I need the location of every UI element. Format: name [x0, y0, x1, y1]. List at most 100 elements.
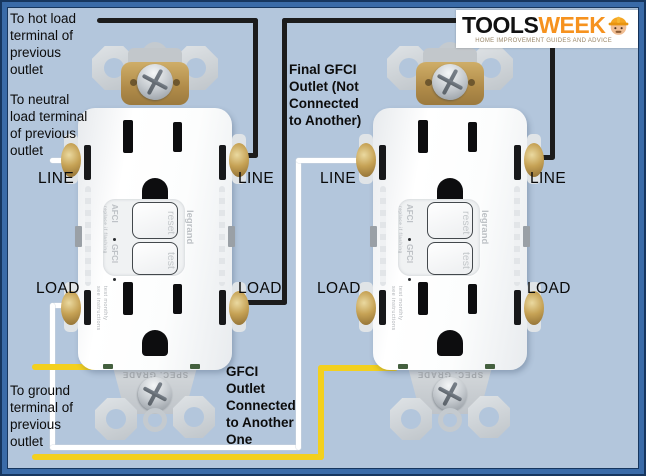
ground-wire-left-outlet: [32, 364, 110, 370]
logo-tagline: HOME IMPROVEMENT GUIDES AND ADVICE: [475, 38, 612, 44]
line-terminal-screw: [229, 143, 249, 177]
afci-note: replace if flashing: [103, 206, 108, 254]
hot-wire-load-to-line: [282, 18, 287, 305]
ground-screw: [190, 364, 200, 369]
line-label: LINE: [530, 170, 567, 187]
terminal-slot: [219, 145, 226, 180]
ground-hole: [437, 330, 463, 356]
load-label: LOAD: [36, 280, 80, 297]
gfci-outlet-left: AFCI replace if flashing GFCI reset test…: [58, 36, 252, 448]
clamp-hole: [130, 79, 137, 86]
ground-wire-right-outlet: [318, 365, 324, 460]
ground-screw: [485, 364, 495, 369]
test-button: test: [427, 242, 473, 275]
test-monthly-note: test monthly see instructions: [390, 286, 403, 331]
gfci-outlet-right: AFCI replace if flashing GFCI reset test…: [353, 36, 547, 448]
logo-wordmark: TOOLSWEEK: [462, 11, 606, 38]
hot-slot: [468, 122, 477, 152]
line-terminal-screw: [356, 143, 376, 177]
afci-indicator-light: [113, 238, 116, 241]
side-marking: [514, 186, 520, 286]
mounting-hole: [186, 58, 206, 78]
gfci-label: GFCI: [110, 244, 119, 264]
neutral-slot: [418, 282, 428, 315]
reset-button: reset: [132, 202, 178, 239]
hot-wire-from-previous: [97, 18, 258, 23]
load-label: LOAD: [238, 280, 282, 297]
hot-slot: [173, 284, 182, 314]
ground-hole: [142, 330, 168, 356]
mounting-ear: [95, 398, 137, 440]
terminal-slot: [514, 290, 521, 325]
neutral-slot: [418, 120, 428, 153]
hot-wire-load-to-line: [550, 18, 555, 160]
line-label: LINE: [320, 170, 357, 187]
terminal-slot: [84, 145, 91, 180]
mounting-ear: [173, 396, 215, 438]
load-terminal-screw: [229, 291, 249, 325]
afci-label: AFCI: [110, 204, 119, 223]
toolsweek-logo: TOOLSWEEK HOME IMPROVEMENT GUIDES AND AD…: [456, 10, 638, 48]
annotation-to-hot: To hot load terminal of previous outlet: [10, 11, 77, 77]
test-monthly-note: test monthly see instructions: [95, 286, 108, 331]
load-terminal-screw: [524, 291, 544, 325]
test-button: test: [132, 242, 178, 275]
neutral-slot: [123, 120, 133, 153]
side-notch: [523, 226, 530, 247]
reset-button: reset: [427, 202, 473, 239]
terminal-slot: [219, 290, 226, 325]
line-label: LINE: [38, 170, 75, 187]
ground-screw: [103, 364, 113, 369]
mounting-hole: [399, 58, 419, 78]
hot-wire-from-previous: [253, 18, 258, 158]
line-label: LINE: [238, 170, 275, 187]
annotation-connected-outlet: GFCI Outlet Connected to Another One: [226, 364, 296, 447]
clamp-hole: [425, 79, 432, 86]
ground-wire-right-outlet: [318, 365, 398, 371]
side-marking: [380, 186, 386, 286]
load-label: LOAD: [317, 280, 361, 297]
afci-indicator-light: [408, 238, 411, 241]
clamp-hole: [173, 79, 180, 86]
mounting-ear: [468, 396, 510, 438]
hot-slot: [468, 284, 477, 314]
mounting-hole: [481, 58, 501, 78]
terminal-slot: [379, 145, 386, 180]
terminal-slot: [379, 290, 386, 325]
mounting-hole: [104, 58, 124, 78]
brand-label: legrand: [479, 210, 490, 245]
load-terminal-screw: [61, 291, 81, 325]
side-marking: [219, 186, 225, 286]
side-notch: [228, 226, 235, 247]
neutral-wire-load-to-line: [50, 303, 55, 450]
load-terminal-screw: [356, 291, 376, 325]
brand-label: legrand: [184, 210, 195, 245]
strap-eyelet: [438, 408, 462, 432]
annotation-to-neutral: To neutral load terminal of previous out…: [10, 92, 88, 158]
line-terminal-screw: [524, 143, 544, 177]
mounting-hole: [479, 407, 499, 427]
afci-label: AFCI: [405, 204, 414, 223]
side-notch: [75, 226, 82, 247]
side-notch: [370, 226, 377, 247]
terminal-slot: [84, 290, 91, 325]
neutral-wire-load-to-line: [296, 158, 370, 163]
side-marking: [85, 186, 91, 286]
gfci-indicator-light: [408, 278, 411, 281]
construction-worker-icon: [608, 16, 629, 35]
mounting-hole: [106, 409, 126, 429]
clamp-hole: [468, 79, 475, 86]
strap-eyelet: [143, 408, 167, 432]
hot-wire-load-to-line: [230, 300, 287, 305]
ground-wire-right-outlet: [32, 454, 324, 460]
load-label: LOAD: [527, 280, 571, 297]
neutral-wire-load-to-line: [50, 445, 301, 450]
hot-wire-load-to-line: [282, 18, 555, 23]
mounting-hole: [184, 407, 204, 427]
neutral-wire-load-to-line: [296, 158, 301, 450]
annotation-to-ground: To ground terminal of previous outlet: [10, 383, 74, 449]
terminal-slot: [514, 145, 521, 180]
ground-screw: [398, 364, 408, 369]
afci-note: replace if flashing: [398, 206, 403, 254]
